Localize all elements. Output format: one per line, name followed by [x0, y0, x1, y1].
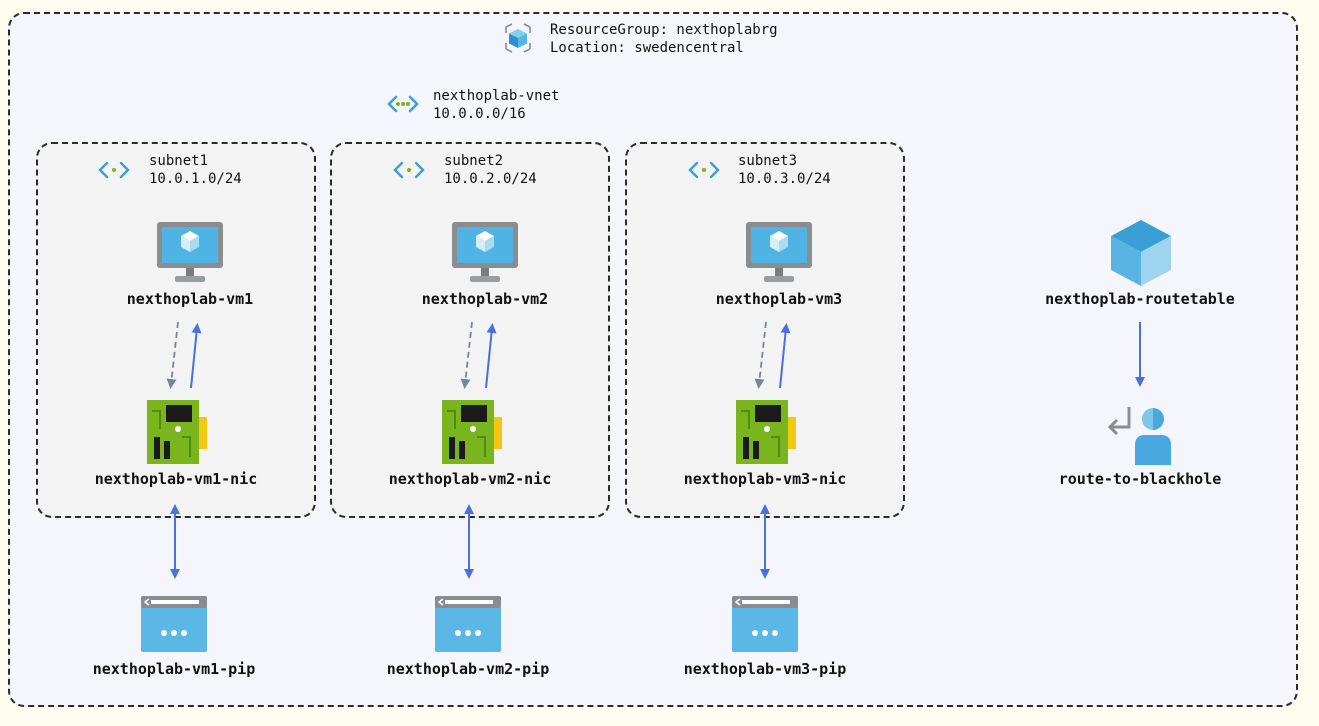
resource-group-name: ResourceGroup: nexthoplabrg: [550, 22, 778, 38]
route-icon: [1107, 407, 1171, 465]
vm2-pip-label: nexthoplab-vm2-pip: [386, 660, 550, 678]
virtual-machine-icon: [746, 222, 812, 282]
network-interface-icon: [147, 400, 207, 464]
public-ip-icon: [435, 596, 501, 652]
nic-to-vm3-arrow: [779, 323, 791, 389]
vm3-nic-label: nexthoplab-vm3-nic: [683, 470, 847, 488]
public-ip-icon: [141, 596, 207, 652]
virtual-network-icon: [387, 95, 419, 113]
subnet-icon: [688, 161, 720, 179]
resource-group-cube-icon: [505, 23, 531, 53]
nic-to-vm1-arrow: [190, 323, 202, 389]
network-interface-icon: [736, 400, 796, 464]
subnet-icon: [393, 161, 425, 179]
route-label: route-to-blackhole: [1058, 470, 1222, 488]
vm1-nic-label: nexthoplab-vm1-nic: [94, 470, 258, 488]
virtual-machine-icon: [157, 222, 223, 282]
subnet1-name: subnet1: [149, 153, 209, 169]
vm2-to-nic-dashed-arrow: [460, 321, 473, 389]
vm1-to-nic-dashed-arrow: [166, 321, 179, 389]
subnet2-name: subnet2: [444, 153, 504, 169]
subnet3-name: subnet3: [738, 153, 798, 169]
vm2-nic-label: nexthoplab-vm2-nic: [388, 470, 552, 488]
vm3-pip-label: nexthoplab-vm3-pip: [683, 660, 847, 678]
vm1-pip-label: nexthoplab-vm1-pip: [92, 660, 256, 678]
vm3-label: nexthoplab-vm3: [715, 290, 843, 308]
network-interface-icon: [442, 400, 502, 464]
vm3-to-nic-dashed-arrow: [754, 321, 767, 389]
public-ip-icon: [732, 596, 798, 652]
subnet1-cidr: 10.0.1.0/24: [149, 171, 242, 187]
resource-group-location: Location: swedencentral: [550, 40, 744, 56]
vm2-label: nexthoplab-vm2: [421, 290, 549, 308]
vnet-cidr: 10.0.0.0/16: [433, 106, 526, 122]
subnet-icon: [98, 161, 130, 179]
subnet2-cidr: 10.0.2.0/24: [444, 171, 537, 187]
subnet3-cidr: 10.0.3.0/24: [738, 171, 831, 187]
virtual-machine-icon: [452, 222, 518, 282]
routetable-label: nexthoplab-routetable: [1045, 290, 1235, 308]
vm1-label: nexthoplab-vm1: [126, 290, 254, 308]
vnet-name: nexthoplab-vnet: [433, 88, 560, 104]
nic-to-vm2-arrow: [485, 323, 497, 389]
route-table-icon: [1111, 220, 1171, 286]
